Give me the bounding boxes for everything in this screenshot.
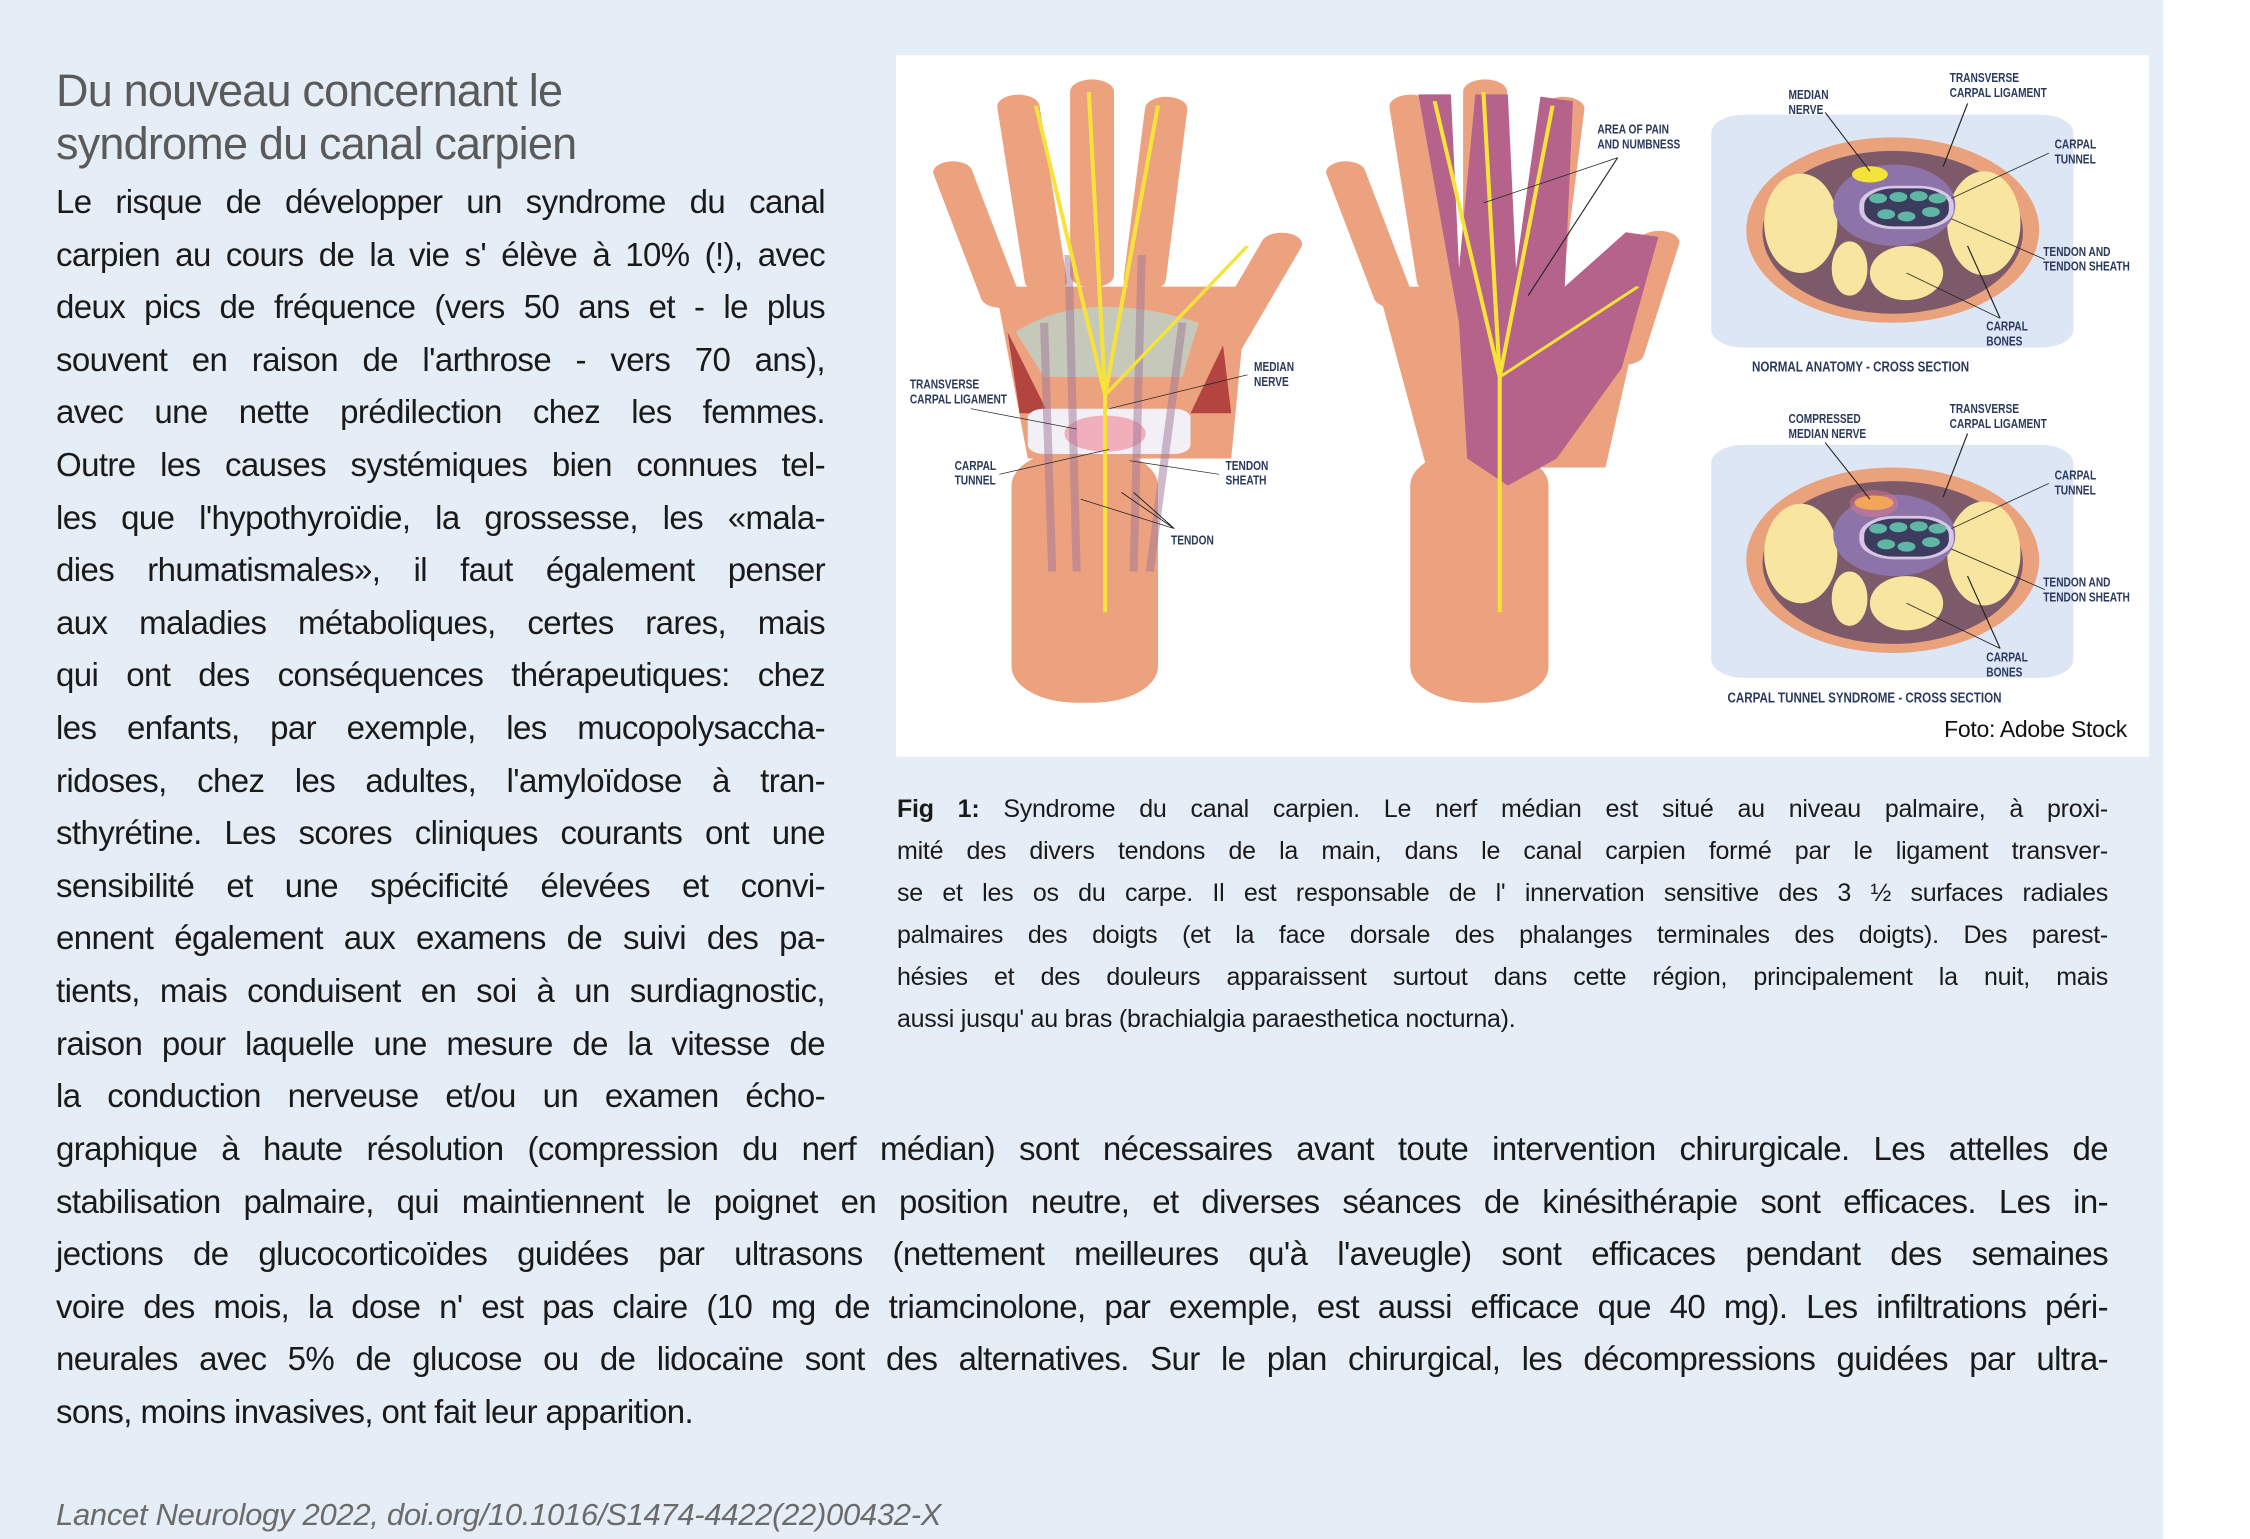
text-line: la conduction nerveuse et/ou un examen é…	[56, 1077, 826, 1115]
label-carpal-bones: BONES	[1986, 335, 2022, 348]
text-line: jections de glucocorticoïdes guidées par…	[56, 1235, 2109, 1273]
text-line: stabilisation palmaire, qui maintiennent…	[56, 1182, 2109, 1220]
label-tendon: TENDON	[1171, 534, 1214, 547]
label-transverse-ligament: TRANSVERSE	[1950, 72, 2020, 85]
figure-caption: Fig 1: Syndrome du canal carpien. Le ner…	[897, 788, 2108, 1040]
leader-lines	[970, 103, 2050, 649]
caption-line: aussi jusqu' au bras (brachialgia paraes…	[897, 1005, 1516, 1033]
cts-title: CARPAL TUNNEL SYNDROME - CROSS SECTION	[1728, 689, 2002, 706]
label-carpal-bones: CARPAL	[1986, 652, 2028, 665]
text-line: Outre les causes systémiques bien connue…	[56, 445, 826, 483]
label-compressed-nerve: MEDIAN NERVE	[1789, 428, 1867, 441]
caption-label: Fig 1:	[897, 795, 980, 823]
caption-line: mité des divers tendons de la main, dans…	[897, 837, 2108, 865]
text-line: sons, moins invasives, ont fait leur app…	[56, 1392, 694, 1430]
article-body-column: Le risque de développer un syndrome du c…	[56, 176, 826, 1123]
text-line: voire des mois, la dose n' est pas clair…	[56, 1287, 2109, 1325]
label-median-nerve: MEDIAN	[1789, 89, 1829, 102]
text-line: qui ont des conséquences thérapeutiques:…	[56, 656, 826, 694]
label-carpal-bones: BONES	[1986, 667, 2022, 680]
carpal-tunnel-illustration: TRANSVERSE CARPAL LIGAMENT MEDIAN NERVE …	[910, 72, 2130, 706]
text-line: les enfants, par exemple, les mucopolysa…	[56, 708, 826, 746]
text-line: graphique à haute résolution (compressio…	[56, 1130, 2109, 1167]
text-line: raison pour laquelle une mesure de la vi…	[56, 1024, 826, 1062]
article-panel: Du nouveau concernant le syndrome du can…	[0, 0, 2163, 1539]
text-line: Le risque de développer un syndrome du c…	[56, 183, 826, 220]
text-line: sthyrétine. Les scores cliniques courant…	[56, 814, 826, 852]
label-carpal-tunnel: TUNNEL	[2055, 154, 2096, 167]
title-line: Du nouveau concernant le	[56, 65, 563, 116]
label-transverse-ligament: TRANSVERSE	[910, 378, 980, 391]
label-carpal-bones: CARPAL	[1986, 321, 2028, 334]
normal-anatomy-title: NORMAL ANATOMY - CROSS SECTION	[1752, 358, 1969, 375]
hand-pain-area-illustration	[1326, 79, 1680, 703]
label-tendon-sheath: TENDON AND	[2043, 577, 2110, 590]
label-carpal-tunnel: CARPAL	[2055, 139, 2097, 152]
photo-credit: Foto: Adobe Stock	[1944, 716, 2127, 742]
caption-line: Fig 1: Syndrome du canal carpien. Le ner…	[897, 788, 2108, 830]
text-line: souvent en raison de l'arthrose - vers 7…	[56, 340, 826, 378]
label-median-nerve: MEDIAN	[1254, 361, 1294, 374]
article-body-full: graphique à haute résolution (compressio…	[56, 1123, 2109, 1439]
figure-image: TRANSVERSE CARPAL LIGAMENT MEDIAN NERVE …	[896, 55, 2149, 757]
text-line: sensibilité et une spécificité élevées e…	[56, 866, 826, 904]
label-carpal-tunnel: TUNNEL	[2055, 485, 2096, 498]
text-line: les que l'hypothyroïdie, la grossesse, l…	[56, 498, 826, 536]
text-line: dies rhumatismales», il faut également p…	[56, 551, 826, 589]
text-line: neurales avec 5% de glucose ou de lidoca…	[56, 1340, 2109, 1378]
normal-cross-section	[1711, 114, 2074, 348]
text-line: ridoses, chez les adultes, l'amyloïdose …	[56, 761, 826, 799]
label-transverse-ligament: TRANSVERSE	[1950, 403, 2020, 416]
reference-citation: Lancet Neurology 2022, doi.org/10.1016/S…	[56, 1497, 942, 1532]
cts-cross-section	[1711, 444, 2074, 678]
label-carpal-tunnel: CARPAL	[2055, 470, 2097, 483]
caption-line: palmaires des doigts (et la face dorsale…	[897, 921, 2108, 949]
label-carpal-tunnel: CARPAL	[955, 460, 997, 473]
label-pain-area: AREA OF PAIN	[1597, 124, 1669, 137]
title-line: syndrome du canal carpien	[56, 118, 577, 169]
label-tendon-sheath: TENDON AND	[2043, 246, 2110, 259]
text-line: deux pics de fréquence (vers 50 ans et -…	[56, 288, 826, 326]
label-carpal-tunnel: TUNNEL	[955, 475, 996, 488]
caption-line: se et les os du carpe. Il est responsabl…	[897, 879, 2108, 907]
label-tendon-sheath: TENDON SHEATH	[2043, 591, 2130, 604]
label-compressed-nerve: COMPRESSED	[1789, 413, 1861, 426]
text-line: avec une nette prédilection chez les fem…	[56, 393, 826, 431]
label-tendon-sheath: TENDON	[1226, 460, 1269, 473]
hand-anatomy-illustration	[933, 79, 1303, 703]
label-tendon-sheath: TENDON SHEATH	[2043, 261, 2130, 274]
text-line: carpien au cours de la vie s' élève à 10…	[56, 235, 826, 273]
caption-line: hésies et des douleurs apparaissent surt…	[897, 963, 2108, 991]
label-tendon-sheath: SHEATH	[1226, 475, 1267, 488]
label-transverse-ligament: CARPAL LIGAMENT	[1950, 87, 2047, 100]
text-line: tients, mais conduisent en soi à un surd…	[56, 971, 826, 1009]
text-line: ennent également aux examens de suivi de…	[56, 919, 826, 957]
label-median-nerve: NERVE	[1254, 376, 1289, 389]
article-title: Du nouveau concernant le syndrome du can…	[56, 64, 577, 170]
label-transverse-ligament: CARPAL LIGAMENT	[910, 393, 1007, 406]
label-pain-area: AND NUMBNESS	[1597, 139, 1680, 152]
text-line: aux maladies métaboliques, certes rares,…	[56, 603, 826, 641]
label-median-nerve: NERVE	[1789, 104, 1824, 117]
label-transverse-ligament: CARPAL LIGAMENT	[1950, 418, 2047, 431]
caption-text: Syndrome du canal carpien. Le nerf média…	[979, 795, 2108, 823]
